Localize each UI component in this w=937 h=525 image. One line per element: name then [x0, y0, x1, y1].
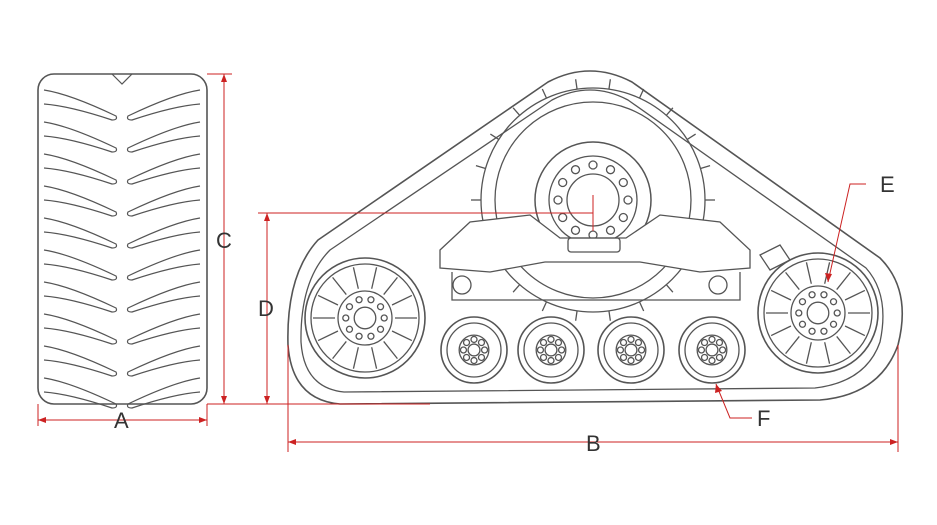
tread-lug-left [43, 377, 118, 409]
idler-wheel-rear [757, 252, 879, 374]
tread-lug-left [43, 345, 118, 377]
track-system-view [287, 70, 904, 405]
track-tread-view [37, 73, 208, 409]
tread-lug-right [126, 121, 201, 153]
hub-bolt [558, 177, 568, 188]
hub-bolt [605, 225, 616, 235]
hub-bolt [618, 212, 628, 223]
track-belt-outer [287, 70, 904, 405]
label-f: F [757, 406, 770, 431]
sprocket-tooth [608, 79, 612, 90]
bogie-wheel [678, 316, 746, 384]
brand-plate [567, 237, 621, 253]
hub-bolt [623, 195, 633, 205]
sprocket-tooth [541, 88, 548, 99]
sprocket-hub-bolts [553, 160, 633, 240]
hub-bolt [570, 225, 581, 235]
tread-lug-right [126, 249, 201, 281]
arrowheads [38, 74, 898, 445]
tread-lug-right [126, 89, 201, 121]
arm-pivot-right [708, 275, 728, 295]
label-b: B [586, 431, 601, 456]
sprocket-tooth [608, 310, 612, 321]
sprocket-tooth [574, 310, 578, 321]
bogie-arm [451, 272, 741, 301]
tread-lug-right [126, 377, 201, 409]
bogie-wheel [517, 316, 585, 384]
sprocket-tooth [490, 133, 500, 140]
tread-lug-left [43, 153, 118, 185]
tread-lugs [43, 73, 201, 409]
tread-lug-left [43, 121, 118, 153]
dimension-f-leader [715, 383, 752, 419]
frame-beam [439, 214, 751, 273]
sprocket-tooth [638, 88, 645, 99]
tread-lug-left [43, 313, 118, 345]
hub-bolt [618, 177, 628, 188]
hub-bolt [605, 165, 616, 175]
dimension-lines [37, 73, 899, 452]
sprocket-tooth [665, 107, 674, 116]
dimension-e-leader [827, 183, 866, 283]
bogie-wheel [597, 316, 665, 384]
bogie-wheel [440, 316, 508, 384]
sprocket-tooth [686, 133, 696, 140]
bogie-wheels [440, 316, 746, 384]
tread-lug-right [126, 281, 201, 313]
arm-pivot-left [452, 275, 472, 295]
sprocket-tooth [665, 284, 674, 293]
sprocket-tooth [638, 301, 645, 312]
sprocket-tooth [512, 107, 521, 116]
tread-lug-right [126, 153, 201, 185]
track-belt-inner [300, 89, 884, 393]
hub-bolt [553, 195, 563, 205]
tread-outline [37, 73, 208, 405]
tread-lug-right [126, 217, 201, 249]
hub-bolt [558, 212, 568, 223]
sprocket-tooth [512, 284, 521, 293]
tread-center-notch [111, 73, 133, 85]
tread-lug-left [43, 249, 118, 281]
label-c: C [216, 228, 232, 253]
sprocket-tooth [475, 165, 486, 170]
tread-lug-left [43, 89, 118, 121]
tread-lug-left [43, 217, 118, 249]
tread-lug-left [43, 185, 118, 217]
label-a: A [114, 408, 129, 433]
label-e: E [880, 172, 895, 197]
idler-wheel-front [304, 257, 426, 379]
sprocket-tooth [574, 79, 578, 90]
tread-lug-right [126, 185, 201, 217]
tread-lug-right [126, 345, 201, 377]
sprocket-tooth [700, 165, 711, 170]
tread-lug-left [43, 281, 118, 313]
label-d: D [258, 296, 274, 321]
hub-bolt [570, 165, 581, 175]
sprocket-tooth [541, 301, 548, 312]
tread-lug-right [126, 313, 201, 345]
tensioner [759, 244, 791, 271]
hub-bolt [588, 160, 598, 170]
